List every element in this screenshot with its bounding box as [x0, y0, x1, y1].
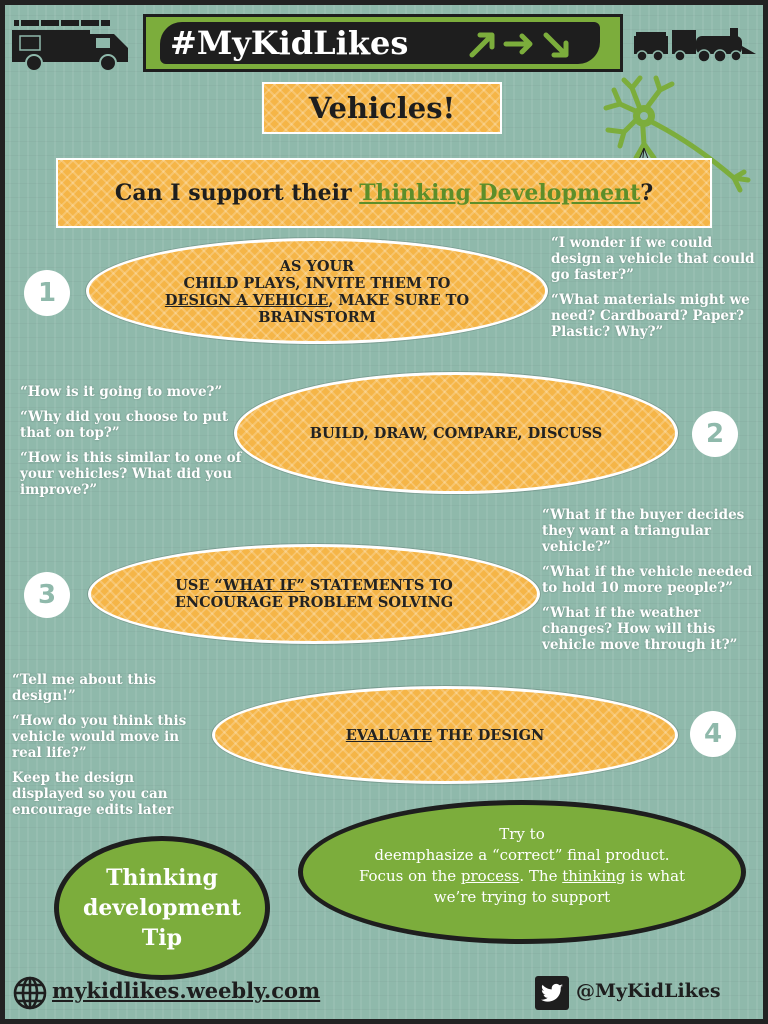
question-suffix: ?	[640, 180, 654, 206]
step-2-prompt: “How is it going to move?”	[20, 384, 223, 400]
tip-focus-thinking: thinking	[562, 867, 626, 885]
twitter-icon	[535, 976, 569, 1010]
tip-line2: deemphasize a “correct” final product.	[374, 846, 670, 864]
hashtag-banner: #MyKidLikes	[143, 14, 623, 72]
step-4-prompts: “Tell me about this design!” “How do you…	[12, 672, 208, 827]
step-3-prompt: “What if the vehicle needed to hold 10 m…	[542, 564, 753, 596]
tip-focus-process: process	[460, 867, 520, 885]
tip-oval: Try to deemphasize a “correct” final pro…	[298, 800, 746, 944]
question-highlight: Thinking Development	[359, 180, 641, 206]
step-2-prompts: “How is it going to move?” “Why did you …	[20, 384, 242, 507]
step-3-oval: USE “WHAT IF” STATEMENTS TO ENCOURAGE PR…	[88, 544, 540, 644]
step-1-line2: CHILD PLAYS, INVITE THEM TO	[183, 275, 451, 292]
step-2-text: BUILD, DRAW, COMPARE, DISCUSS	[309, 424, 603, 442]
tip-line4: we’re trying to support	[433, 888, 611, 906]
question-banner: Can I support their Thinking Development…	[56, 158, 712, 228]
train-icon	[634, 28, 756, 63]
step-1-oval: AS YOUR CHILD PLAYS, INVITE THEM TO DESI…	[86, 238, 548, 344]
hashtag-title: #MyKidLikes	[170, 24, 409, 62]
step-2-oval: BUILD, DRAW, COMPARE, DISCUSS	[234, 372, 678, 494]
tip-focus-mid: . The	[519, 867, 563, 885]
tip-focus-prefix: Focus on the	[358, 867, 461, 885]
fire-truck-icon	[12, 20, 128, 72]
step-4-prompt: Keep the design displayed so you can enc…	[12, 770, 174, 818]
twitter-handle-link[interactable]: @MyKidLikes	[576, 980, 721, 1002]
step-3-text: USE “WHAT IF” STATEMENTS TO ENCOURAGE PR…	[175, 577, 453, 611]
step-4-after: THE DESIGN	[432, 726, 545, 744]
step-1-line1: AS YOUR	[279, 258, 355, 275]
step-1-text: AS YOUR CHILD PLAYS, INVITE THEM TO DESI…	[165, 256, 469, 326]
step-1-number: 1	[24, 270, 70, 316]
tip-badge-line1: Thinking	[106, 865, 218, 891]
step-2-prompt: “Why did you choose to put that on top?”	[20, 409, 229, 441]
tip-line1: Try to	[499, 825, 545, 843]
website-link[interactable]: mykidlikes.weebly.com	[52, 978, 321, 1003]
question-text: Can I support their Thinking Development…	[115, 180, 653, 206]
step-4-prompt: “How do you think this vehicle would mov…	[12, 713, 187, 761]
subtitle-banner: Vehicles!	[262, 82, 502, 134]
tip-badge-line3: Tip	[141, 925, 183, 951]
step-3-line2: ENCOURAGE PROBLEM SOLVING	[174, 594, 454, 611]
step-3-before: USE	[175, 577, 215, 594]
step-3-prompt: “What if the buyer decides they want a t…	[542, 507, 745, 555]
neuron-icon	[603, 75, 751, 193]
step-3-after: STATEMENTS TO	[304, 577, 453, 594]
question-prefix: Can I support their	[114, 180, 360, 206]
step-3-prompt: “What if the weather changes? How will t…	[542, 605, 738, 653]
step-4-number: 4	[690, 711, 736, 757]
step-1-line4: BRAINSTORM	[258, 309, 376, 326]
step-3-underlined: “WHAT IF”	[214, 577, 305, 594]
tip-badge: Thinking development Tip	[54, 836, 270, 980]
step-4-prompt: “Tell me about this design!”	[12, 672, 157, 704]
step-1-prompt: “What materials might we need? Cardboard…	[551, 292, 750, 340]
step-3-prompts: “What if the buyer decides they want a t…	[542, 507, 764, 662]
globe-icon	[13, 976, 47, 1010]
step-2-number: 2	[692, 411, 738, 457]
step-1-prompt: “I wonder if we could design a vehicle t…	[551, 235, 755, 283]
tip-badge-text: Thinking development Tip	[83, 863, 241, 953]
tip-text: Try to deemphasize a “correct” final pro…	[359, 824, 685, 908]
step-2-prompt: “How is this similar to one of your vehi…	[20, 450, 242, 498]
step-3-number: 3	[24, 572, 70, 618]
step-1-prompts: “I wonder if we could design a vehicle t…	[551, 235, 761, 349]
step-4-underlined: EVALUATE	[345, 726, 433, 744]
arrows-icon	[469, 32, 569, 58]
step-4-oval: EVALUATE THE DESIGN	[212, 686, 678, 784]
step-4-text: EVALUATE THE DESIGN	[346, 727, 544, 744]
tip-badge-line2: development	[82, 895, 241, 921]
subtitle-text: Vehicles!	[308, 91, 456, 125]
step-1-after: , MAKE SURE TO	[328, 292, 470, 309]
tip-focus-suffix: is what	[625, 867, 686, 885]
step-1-underlined: DESIGN A VEHICLE	[164, 292, 329, 309]
